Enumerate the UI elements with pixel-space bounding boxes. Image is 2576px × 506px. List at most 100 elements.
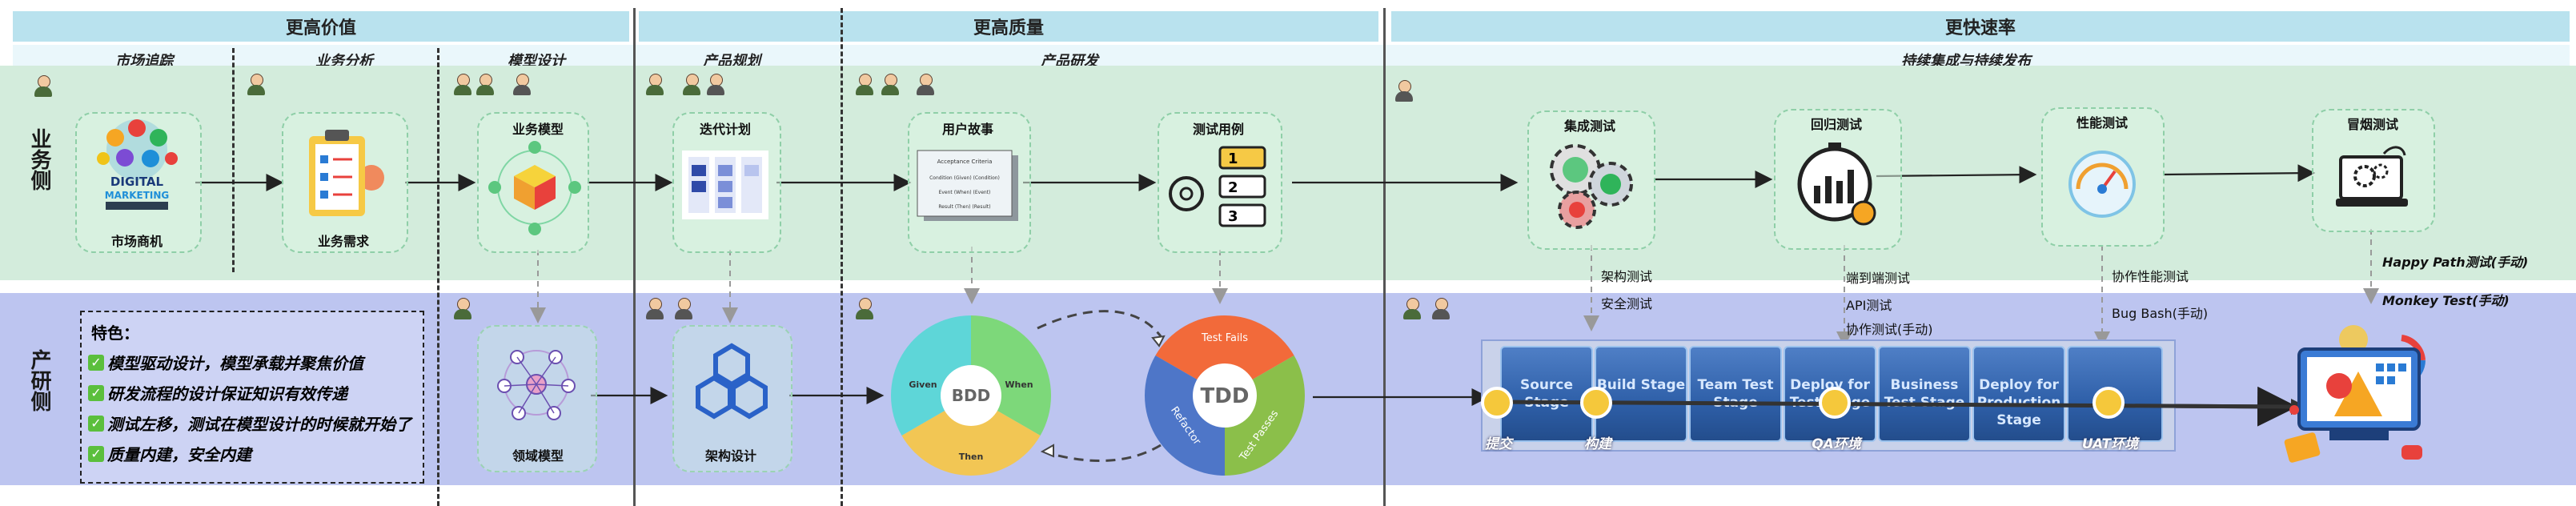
divider-solid-2 xyxy=(1383,8,1386,506)
person-icon xyxy=(1394,80,1414,102)
feature-item: ✓质量内建，安全内建 xyxy=(88,442,423,465)
feature-item: ✓研发流程的设计保证知识有效传递 xyxy=(88,381,423,404)
pipeline-point-uat xyxy=(2092,387,2125,419)
performance-note: Bug Bash(手动) xyxy=(2112,306,2209,321)
person-icon xyxy=(855,298,874,320)
person-icon xyxy=(453,74,472,96)
pipeline-point-build xyxy=(1580,387,1612,419)
digital-text: DIGITAL xyxy=(110,175,164,189)
integration-note: 架构测试 xyxy=(1601,269,1653,284)
release-illustration-icon xyxy=(2284,325,2426,463)
check-icon: ✓ xyxy=(88,445,104,462)
section-header-value: 更高价值 xyxy=(13,11,629,42)
requirement-label: 业务需求 xyxy=(317,234,370,249)
person-icon xyxy=(34,75,53,98)
svg-text:1: 1 xyxy=(1228,151,1238,167)
divider-dash-3 xyxy=(841,8,843,506)
user-story-label: 用户故事 xyxy=(941,122,994,137)
person-icon xyxy=(645,74,664,96)
performance-test-label: 性能测试 xyxy=(2076,115,2129,131)
iteration-label: 迭代计划 xyxy=(699,122,752,137)
numbered-list-icon: 1 2 3 xyxy=(1169,146,1266,227)
phase-product-planning: 产品规划 xyxy=(703,53,760,70)
kanban-icon xyxy=(682,151,768,219)
tdd-fail-label: Test Fails xyxy=(1201,332,1248,344)
pipeline-stage: Team Test Stage xyxy=(1689,346,1782,442)
check-icon: ✓ xyxy=(88,415,104,432)
domain-model-box xyxy=(477,325,597,472)
person-icon xyxy=(645,298,664,320)
market-opportunity-box xyxy=(75,112,202,253)
bdd-given-label: Given xyxy=(909,380,937,390)
smoke-test-label: 冒烟测试 xyxy=(2346,117,2399,132)
divider-dash-1 xyxy=(232,48,235,272)
story-card-line3: Event (When) (Event) xyxy=(939,190,991,195)
person-icon xyxy=(674,298,693,320)
business-side-label: 业务侧 xyxy=(27,128,51,191)
feature-item: ✓测试左移，测试在模型设计的时候就开始了 xyxy=(88,412,423,435)
bdd-cycle-diagram: BDD Given When Then xyxy=(891,315,1051,476)
divider-solid-1 xyxy=(633,8,636,506)
dev-side-label: 产研侧 xyxy=(27,349,51,412)
regression-note: 端到端测试 xyxy=(1846,271,1911,286)
regression-note: 协作测试(手动) xyxy=(1846,322,1933,337)
domain-model-label: 领域模型 xyxy=(512,448,564,464)
person-icon xyxy=(1402,298,1422,320)
bdd-then-label: Then xyxy=(959,452,984,462)
tdd-center-label: TDD xyxy=(1201,384,1250,408)
phase-business-analysis: 业务分析 xyxy=(315,53,373,70)
person-icon xyxy=(855,74,874,96)
section-header-quality: 更高质量 xyxy=(639,11,1378,42)
person-icon xyxy=(512,74,532,96)
person-icon xyxy=(475,74,495,96)
phase-model-design: 模型设计 xyxy=(508,53,565,70)
story-card-line2: Condition (Given) (Condition) xyxy=(929,175,1000,181)
features-box: 特色： ✓模型驱动设计，模型承载并聚焦价值 ✓研发流程的设计保证知识有效传递 ✓… xyxy=(80,311,424,484)
laptop-gears-icon xyxy=(2336,146,2408,207)
person-icon xyxy=(247,74,266,96)
section-header-speed: 更快速率 xyxy=(1391,11,2570,42)
person-icon xyxy=(916,74,935,96)
clipboard-icon xyxy=(309,130,384,216)
performance-note: 协作性能测试 xyxy=(2112,269,2189,284)
person-icon xyxy=(881,74,900,96)
market-opportunity-label: 市场商机 xyxy=(110,234,163,249)
point-label-qa: QA环境 xyxy=(1812,436,1861,452)
stopwatch-chart-icon xyxy=(1797,143,1876,226)
pipeline-stage: Deploy for Production Stage xyxy=(1972,346,2065,442)
pipeline-point-commit xyxy=(1481,387,1513,419)
point-label-commit: 提交 xyxy=(1485,436,1512,452)
pipeline-stage: Source Stage xyxy=(1500,346,1593,442)
person-icon xyxy=(453,298,472,320)
phase-market-tracking: 市场追踪 xyxy=(115,53,173,70)
hexagon-architecture-icon xyxy=(696,343,768,420)
regression-note: API测试 xyxy=(1846,298,1892,313)
gears-icon xyxy=(1550,144,1633,229)
check-icon: ✓ xyxy=(88,354,104,371)
person-icon xyxy=(706,74,725,96)
pipeline-point-qa xyxy=(1819,387,1851,419)
features-title: 特色： xyxy=(91,323,139,343)
smoke-note: Monkey Test(手动) xyxy=(2382,293,2510,308)
gauge-icon xyxy=(2068,151,2136,218)
person-icon xyxy=(682,74,701,96)
integration-note: 安全测试 xyxy=(1601,296,1653,311)
story-card-line4: Result (Then) (Result) xyxy=(938,204,990,210)
bdd-when-label: When xyxy=(1005,380,1033,390)
domain-model-icon xyxy=(497,350,576,420)
story-card-line1: Acceptance Criteria xyxy=(937,159,993,165)
regression-test-label: 回归测试 xyxy=(1810,117,1863,132)
smoke-note: Happy Path测试(手动) xyxy=(2382,255,2529,270)
story-card-icon: Acceptance Criteria Condition (Given) (C… xyxy=(917,150,1018,221)
divider-dash-2 xyxy=(437,48,439,506)
cube-model-icon xyxy=(488,141,581,235)
biz-model-label: 业务模型 xyxy=(512,122,564,137)
svg-text:3: 3 xyxy=(1228,208,1238,225)
tdd-cycle-diagram: TDD Test Fails Test Passes Refactor xyxy=(1145,315,1305,476)
marketing-text: MARKETING xyxy=(105,190,170,201)
phase-product-dev: 产品研发 xyxy=(1041,53,1098,70)
digital-marketing-icon: DIGITAL MARKETING xyxy=(97,119,178,210)
point-label-uat: UAT环境 xyxy=(2081,436,2139,452)
svg-text:2: 2 xyxy=(1228,179,1238,196)
